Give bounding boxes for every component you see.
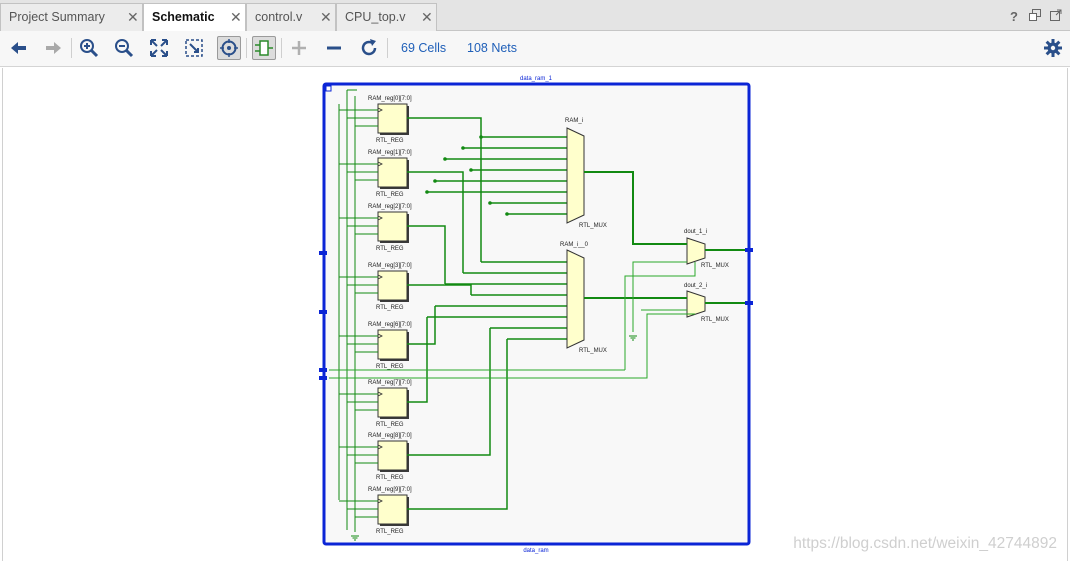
register-type-label: RTL_REG bbox=[376, 422, 404, 428]
watermark: https://blog.csdn.net/weixin_42744892 bbox=[793, 535, 1057, 552]
output-nets bbox=[584, 171, 749, 304]
register-type-label: RTL_REG bbox=[376, 529, 404, 535]
zoom-area-icon[interactable] bbox=[182, 36, 206, 60]
cells-count[interactable]: 69 Cells bbox=[401, 41, 447, 55]
register-cell[interactable]: RAM_reg[3][7:0] RTL_REG bbox=[368, 263, 412, 311]
register-name-label: RAM_reg[1][7:0] bbox=[368, 150, 412, 156]
schematic-svg[interactable]: data_ram_1 data_ram RAM_reg[0][7:0] RTL_R… bbox=[3, 68, 1067, 561]
mux-dout-2[interactable]: dout_2_i RTL_MUX bbox=[684, 283, 729, 323]
expand-cell-icon[interactable] bbox=[252, 36, 276, 60]
float-icon[interactable] bbox=[1050, 9, 1062, 24]
mux-type-label: RTL_MUX bbox=[579, 348, 607, 354]
register-type-label: RTL_REG bbox=[376, 138, 404, 144]
register-name-label: RAM_reg[7][7:0] bbox=[368, 380, 412, 386]
collapse-icon[interactable] bbox=[325, 85, 332, 92]
select-nets bbox=[329, 261, 696, 379]
tab-schematic[interactable]: Schematic ✕ bbox=[143, 3, 246, 32]
mux-type-label: RTL_MUX bbox=[579, 223, 607, 229]
tab-label: control.v bbox=[255, 10, 303, 24]
register-name-label: RAM_reg[2][7:0] bbox=[368, 204, 412, 210]
clock-nets bbox=[338, 89, 357, 532]
register-type-label: RTL_REG bbox=[376, 192, 404, 198]
mux-name-label: dout_2_i bbox=[684, 283, 707, 289]
register-type-label: RTL_REG bbox=[376, 246, 404, 252]
forward-arrow-icon[interactable] bbox=[41, 36, 65, 60]
register-cell[interactable]: RAM_reg[8][7:0] RTL_REG bbox=[368, 433, 412, 481]
minus-icon[interactable] bbox=[322, 36, 346, 60]
schematic-canvas[interactable]: data_ram_1 data_ram RAM_reg[0][7:0] RTL_R… bbox=[2, 68, 1068, 561]
mux-type-label: RTL_MUX bbox=[701, 263, 729, 269]
close-icon[interactable]: ✕ bbox=[320, 9, 332, 25]
zoom-fit-icon[interactable] bbox=[147, 36, 171, 60]
zoom-in-icon[interactable] bbox=[77, 36, 101, 60]
register-cell[interactable]: RAM_reg[1][7:0] RTL_REG bbox=[368, 150, 412, 198]
gear-icon[interactable] bbox=[1041, 36, 1065, 60]
register-type-label: RTL_REG bbox=[376, 475, 404, 481]
mux-name-label: RAM_i bbox=[565, 118, 583, 124]
tab-label: Project Summary bbox=[9, 10, 105, 24]
tab-label: Schematic bbox=[152, 10, 215, 24]
register-name-label: RAM_reg[3][7:0] bbox=[368, 263, 412, 269]
close-icon[interactable]: ✕ bbox=[421, 9, 433, 25]
tab-project-summary[interactable]: Project Summary ✕ bbox=[0, 3, 143, 31]
select-mode-icon[interactable] bbox=[217, 36, 241, 60]
close-icon[interactable]: ✕ bbox=[127, 9, 139, 25]
refresh-icon[interactable] bbox=[357, 36, 381, 60]
restore-icon[interactable] bbox=[1029, 9, 1041, 24]
tab-cpu-top-v[interactable]: CPU_top.v ✕ bbox=[336, 3, 437, 31]
tab-label: CPU_top.v bbox=[345, 10, 406, 24]
mux-dout-1[interactable]: dout_1_i RTL_MUX bbox=[684, 229, 729, 269]
instance-top-label: data_ram_1 bbox=[520, 76, 553, 82]
ground-icon bbox=[629, 335, 637, 341]
tab-control-v[interactable]: control.v ✕ bbox=[246, 3, 336, 31]
help-icon[interactable]: ? bbox=[1010, 9, 1018, 24]
mux-name-label: dout_1_i bbox=[684, 229, 707, 235]
register-name-label: RAM_reg[9][7:0] bbox=[368, 487, 412, 493]
ground-icon bbox=[351, 535, 359, 541]
schematic-toolbar: 69 Cells 108 Nets bbox=[0, 31, 1070, 67]
back-arrow-icon[interactable] bbox=[7, 36, 31, 60]
editor-tab-bar: Project Summary ✕ Schematic ✕ control.v … bbox=[0, 0, 1070, 32]
nets-count[interactable]: 108 Nets bbox=[467, 41, 518, 55]
register-cell[interactable]: RAM_reg[9][7:0] RTL_REG bbox=[368, 487, 412, 535]
register-name-label: RAM_reg[8][7:0] bbox=[368, 433, 412, 439]
mux-type-label: RTL_MUX bbox=[701, 317, 729, 323]
register-cell[interactable]: RAM_reg[6][7:0] RTL_REG bbox=[368, 322, 412, 370]
instance-bottom-label: data_ram bbox=[523, 548, 548, 554]
register-type-label: RTL_REG bbox=[376, 364, 404, 370]
register-name-label: RAM_reg[6][7:0] bbox=[368, 322, 412, 328]
mux-ram-i-0[interactable]: RAM_i__0 RTL_MUX bbox=[560, 242, 607, 354]
plus-icon[interactable] bbox=[287, 36, 311, 60]
register-cell[interactable]: RAM_reg[0][7:0] RTL_REG bbox=[368, 96, 412, 144]
register-name-label: RAM_reg[0][7:0] bbox=[368, 96, 412, 102]
zoom-out-icon[interactable] bbox=[112, 36, 136, 60]
register-type-label: RTL_REG bbox=[376, 305, 404, 311]
mux-name-label: RAM_i__0 bbox=[560, 242, 589, 248]
close-icon[interactable]: ✕ bbox=[230, 9, 242, 25]
register-cell[interactable]: RAM_reg[7][7:0] RTL_REG bbox=[368, 380, 412, 428]
port-markers[interactable] bbox=[319, 248, 753, 380]
mux-ram-i[interactable]: RAM_i RTL_MUX bbox=[565, 118, 607, 229]
